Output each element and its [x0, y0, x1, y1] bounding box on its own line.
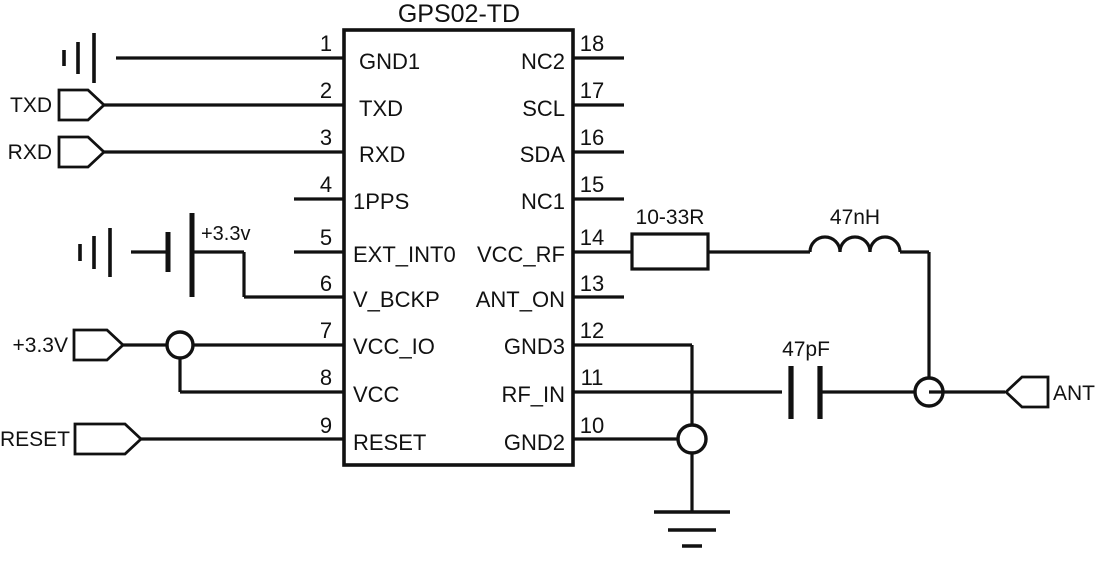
ground-icon-bottom — [654, 510, 730, 548]
pin-label-txd: TXD — [359, 96, 403, 121]
pin-label-ext-int0: EXT_INT0 — [353, 242, 456, 267]
pin-label-rxd: RXD — [359, 142, 405, 167]
pin-label-ant-on: ANT_ON — [476, 287, 565, 312]
supply-label-battery: +3.3v — [201, 223, 250, 245]
net-label-txd: TXD — [10, 94, 52, 117]
pin-number-14: 14 — [580, 225, 604, 250]
pin-number-12: 12 — [580, 318, 604, 343]
net-label-vcc33: +3.3V — [13, 334, 68, 357]
pin-label-nc1: NC1 — [521, 189, 565, 214]
pin-number-11: 11 — [581, 365, 604, 390]
pin-label-gnd2: GND2 — [504, 430, 565, 455]
pin-number-18: 18 — [580, 31, 604, 56]
pin-label-gnd3: GND3 — [504, 334, 565, 359]
chip-title: GPS02-TD — [398, 0, 520, 28]
net-flag-rxd[interactable] — [57, 135, 107, 169]
capacitor-value: 47pF — [782, 338, 830, 361]
ground-icon-pin1 — [62, 33, 96, 83]
net-label-rxd: RXD — [8, 141, 52, 164]
pin-number-13: 13 — [580, 271, 604, 296]
junction-ground — [676, 423, 708, 455]
capacitor-symbol — [788, 366, 823, 419]
pin-label-gnd1: GND1 — [359, 49, 420, 74]
inductor-value: 47nH — [830, 206, 880, 229]
inductor-symbol — [808, 235, 902, 253]
net-label-reset: RESET — [0, 428, 70, 451]
pin-number-6: 6 — [320, 271, 332, 296]
resistor-value: 10-33R — [636, 206, 705, 229]
pin-label-vcc: VCC — [353, 382, 400, 407]
pin-number-5: 5 — [320, 225, 332, 250]
pin-label-v-bckp: V_BCKP — [353, 287, 440, 312]
pin-label-sda: SDA — [520, 142, 566, 167]
net-flag-ant[interactable] — [1003, 375, 1050, 409]
net-flag-reset[interactable] — [73, 422, 144, 456]
pin-number-9: 9 — [320, 413, 332, 438]
pin-number-1: 1 — [320, 31, 332, 56]
pin-number-2: 2 — [320, 78, 332, 103]
pin-number-4: 4 — [320, 172, 332, 197]
battery-icon — [131, 213, 195, 297]
pin-label-1pps: 1PPS — [353, 189, 409, 214]
resistor-symbol — [630, 232, 710, 271]
pin-number-10: 10 — [580, 413, 604, 438]
junction-vcc — [165, 330, 195, 360]
pin-label-reset: RESET — [353, 430, 426, 455]
pin-number-17: 17 — [580, 78, 604, 103]
pin-number-8: 8 — [320, 365, 332, 390]
pin-number-7: 7 — [320, 318, 332, 343]
pin-number-15: 15 — [580, 172, 604, 197]
ground-icon-battery — [78, 228, 112, 277]
pin-label-vcc-rf: VCC_RF — [477, 242, 565, 267]
pin-number-16: 16 — [580, 125, 604, 150]
pin-label-rf-in: RF_IN — [501, 382, 565, 407]
pin-label-nc2: NC2 — [521, 49, 565, 74]
net-flag-txd[interactable] — [57, 88, 107, 122]
net-label-ant: ANT — [1053, 382, 1095, 405]
net-flag-vcc33[interactable] — [72, 328, 126, 362]
chip-body — [342, 28, 575, 467]
pin-label-vcc-io: VCC_IO — [353, 334, 435, 359]
pin-number-3: 3 — [320, 125, 332, 150]
pin-label-scl: SCL — [522, 96, 565, 121]
